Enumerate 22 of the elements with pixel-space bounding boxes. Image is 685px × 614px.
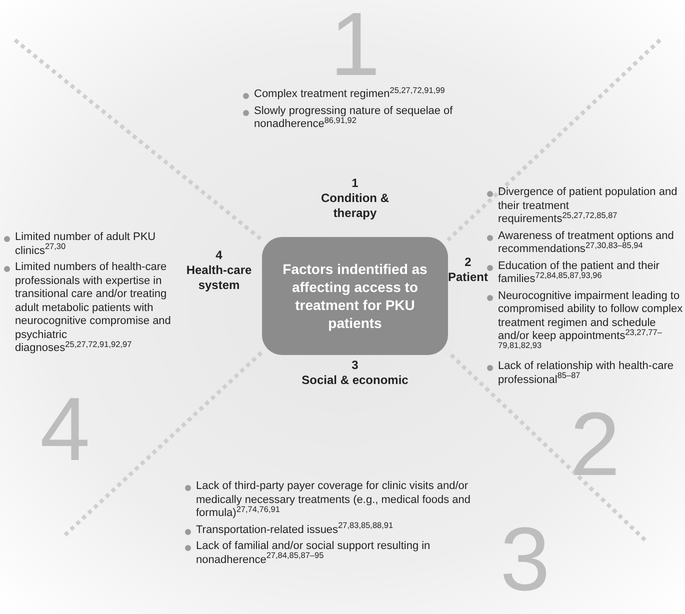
factor-text: Lack of familial and/or social support resulting in nonadherence$^{27,84,85,87–95}$ [196,540,432,567]
factor-text: Slowly progressing nature of sequelae of nonadherence$^{86,91,92}$ [254,104,454,132]
factor-text: Complex treatment regimen$^{25,27,72,91,99}$ [254,88,445,102]
factor-text: Awareness of treatment options and recommendations$^{27,30,83–85,94}$ [498,230,675,256]
section-numeral: 3 [500,515,550,605]
section-heading: Health-care system [185,263,253,293]
factor-text: Limited number of adult PKU clinics$^{27,30}$ [15,231,157,258]
section-heading: Social & economic [302,373,408,388]
section-number: 2 [464,255,472,270]
center-title: Factors indentified as affecting access to treatment for PKU patients [282,260,428,332]
factor-text: Lack of third-party payer coverage for clinic visits and/or medically necessary treatments (e.g., medical foods and formula)$^{27,74,76,91}$ [196,480,472,520]
section-number: 3 [352,358,358,373]
section-number: 1 [352,176,358,191]
factor-text: Education of the patient and their families$^{72,84,85,87,93,96}$ [498,260,660,286]
section-heading: Condition & therapy [320,191,390,221]
factor-text: Lack of relationship with health-care professional$^{85–87}$ [498,360,674,387]
section-heading: Patient [448,270,488,285]
factor-text: Transportation-related issues$^{27,83,85,88,91}$ [196,524,394,537]
factor-text: Divergence of patient population and their treatment requirements$^{25,27,72,85,87}$ [498,186,678,226]
section-number: 4 [216,248,222,263]
center-box [262,237,448,355]
factor-text: Limited numbers of health-care professionals with expertise in transitional care and/or treating adult metabolic patients with neurocognitive compromise and psychiatric diagnoses$^{25,27,72,91,92,97}$ [15,261,172,356]
